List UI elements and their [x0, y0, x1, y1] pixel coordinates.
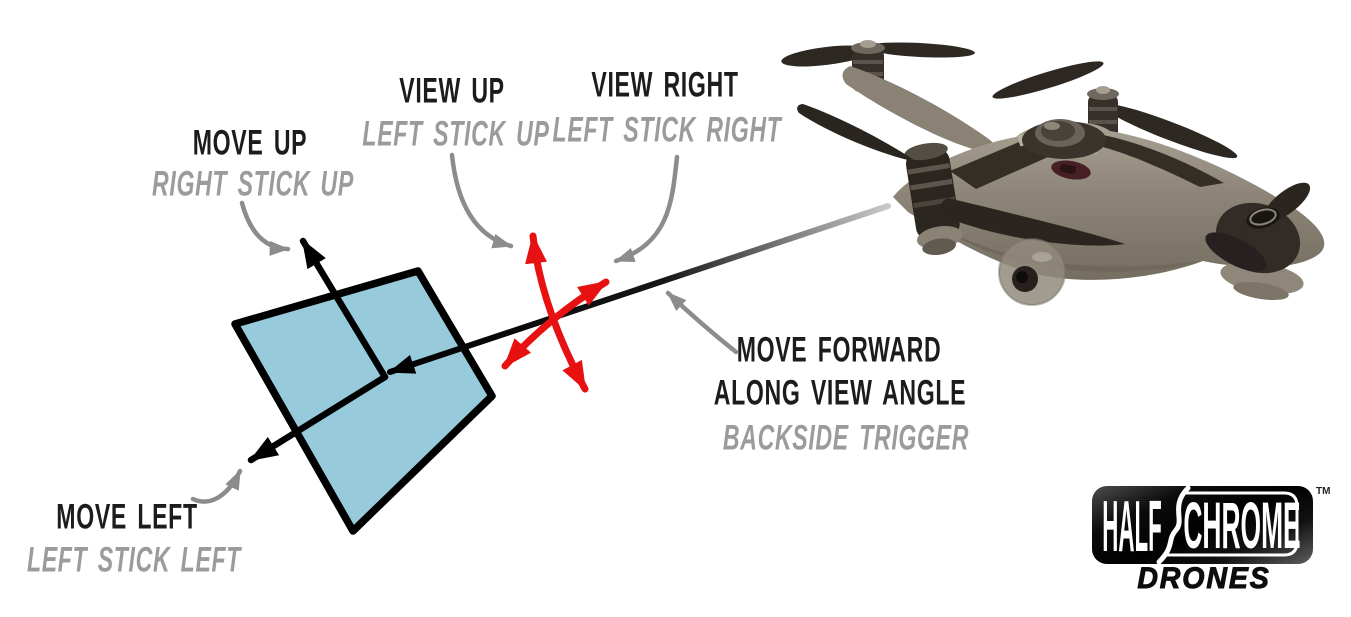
logo-plate: HALF CHROME	[1092, 486, 1313, 564]
move-left-pointer	[190, 468, 243, 504]
logo-graphics	[1156, 486, 1299, 564]
logo-trademark: TM	[1316, 486, 1331, 497]
view-up-pointer	[449, 152, 514, 249]
drone-rotor-front-left	[797, 104, 1125, 256]
view-up-control-label: LEFT STICK UP	[362, 114, 550, 154]
view-angle-line	[387, 203, 891, 375]
logo-text-half: HALF	[1102, 487, 1162, 567]
pointer-arrows	[190, 152, 739, 504]
view-plane	[231, 267, 496, 535]
view-stick-arrows	[501, 232, 610, 393]
view-right-control-label: LEFT STICK RIGHT	[552, 110, 782, 150]
logo-text-chrome: CHROME	[1183, 488, 1301, 562]
move-up-pointer	[239, 200, 291, 256]
view-left-right-arrow	[501, 278, 610, 370]
move-forward-pointer	[665, 290, 739, 355]
drone-rotor-right	[1205, 182, 1311, 301]
view-up-label: VIEW UP	[399, 71, 505, 111]
logo-text-drones: DRONES	[1137, 562, 1271, 595]
move-left-label: MOVE LEFT	[56, 497, 198, 537]
drone-arm	[842, 66, 996, 152]
drone-windshield-right	[1090, 134, 1224, 187]
move-up-control-label: RIGHT STICK UP	[152, 164, 354, 204]
move-up-arrow	[299, 237, 389, 381]
logo-s-swoosh-icon	[1156, 486, 1191, 564]
move-left-arrow	[247, 373, 389, 464]
move-forward-label-line1: MOVE FORWARD	[736, 330, 942, 370]
view-right-pointer	[613, 154, 680, 264]
move-forward-control-label: BACKSIDE TRIGGER	[722, 418, 970, 458]
drone-canopy	[1022, 119, 1106, 159]
move-up-label: MOVE UP	[192, 123, 308, 163]
drone-image	[781, 40, 1325, 306]
logo-inner-border	[1162, 491, 1299, 557]
drone-camera	[998, 238, 1066, 306]
move-forward-label-line2: ALONG VIEW ANGLE	[713, 373, 967, 413]
move-left-control-label: LEFT STICK LEFT	[26, 540, 242, 580]
view-right-label: VIEW RIGHT	[591, 65, 739, 105]
half-chrome-logo: HALF CHROME TM DRONES	[1092, 486, 1330, 596]
drone-vent	[1051, 160, 1091, 180]
move-arrows	[247, 237, 389, 464]
